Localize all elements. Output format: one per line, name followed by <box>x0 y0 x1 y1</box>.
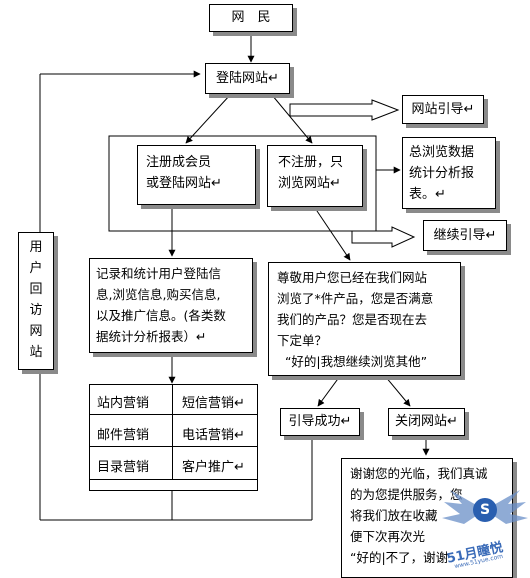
user-revisit-box: 用 户 回 访 网 站 <box>18 232 54 370</box>
revisit-char-6: 站 <box>29 345 43 360</box>
total-stats-line-2: 统计分析报 <box>409 166 475 181</box>
ask-line-3: 我们的产品？您是否现在去 <box>277 312 428 327</box>
marketing-hline-1 <box>89 414 258 415</box>
marketing-hline-2 <box>89 446 258 447</box>
register-line-1: 注册成会员 <box>146 155 212 170</box>
guide-success-label: 引导成功↵ <box>288 414 352 429</box>
marketing-cell-sms: 短信营销↵ <box>182 396 245 411</box>
close-site-label: 关闭网站↵ <box>395 414 458 429</box>
marketing-cell-catalog: 目录营销 <box>97 460 150 475</box>
register-box: 注册成会员 或登陆网站↵ <box>137 145 256 205</box>
ask-user-box: 尊敬用户您已经在我们网站 浏览了*件产品，您是否满意 我们的产品？您是否现在去 … <box>268 262 461 376</box>
thanks-line-4: 便下次再次光 <box>350 529 426 544</box>
watermark-badge: S <box>473 498 497 522</box>
record-line-2: 息,浏览信息,购买信息, <box>96 287 221 302</box>
no-register-line-2: 浏览网站↵ <box>278 176 341 191</box>
thanks-line-2: 的为您提供服务，您 <box>350 487 463 502</box>
marketing-table <box>89 384 258 491</box>
record-line-1: 记录和统计用户登陆信 <box>96 266 222 281</box>
register-line-2: 或登陆网站↵ <box>146 176 222 191</box>
record-stats-box: 记录和统计用户登陆信 息,浏览信息,购买信息, 以及推广信息。(各类数 据统计分… <box>89 258 253 353</box>
thanks-line-5: “好的|不了，谢谢 <box>350 550 449 565</box>
netizen-box: 网 民 <box>209 4 293 32</box>
revisit-char-3: 回 <box>29 282 43 297</box>
ask-line-4: 下定单？ <box>277 333 328 348</box>
watermark-logo: S 51月瞳悦 www.51yue.com <box>440 470 530 570</box>
netizen-label: 网 民 <box>231 10 271 25</box>
marketing-cell-phone: 电话营销↵ <box>182 428 245 443</box>
site-guide-label: 网站引导↵ <box>411 102 475 117</box>
total-stats-line-3: 表。↵ <box>409 187 446 202</box>
thanks-line-3: 将我们放在收藏 <box>350 508 438 523</box>
marketing-cell-site: 站内营销 <box>97 396 150 411</box>
ask-line-5: “好的|我想继续浏览其他” <box>277 354 428 369</box>
continue-guide-label: 继续引导↵ <box>433 228 497 243</box>
total-stats-line-1: 总浏览数据 <box>409 145 475 160</box>
no-register-box: 不注册，只 浏览网站↵ <box>267 145 363 207</box>
record-line-4: 据统计分析报表）↵ <box>96 329 207 344</box>
total-stats-box: 总浏览数据 统计分析报 表。↵ <box>402 137 496 209</box>
ask-line-2: 浏览了*件产品，您是否满意 <box>277 291 434 306</box>
marketing-cell-email: 邮件营销 <box>97 428 150 443</box>
revisit-char-4: 访 <box>29 303 43 318</box>
thanks-line-1: 谢谢您的光临，我们真诚 <box>350 466 488 481</box>
revisit-char-5: 网 <box>29 324 43 339</box>
close-site-box: 关闭网站↵ <box>388 408 465 436</box>
continue-guide-box: 继续引导↵ <box>423 220 507 251</box>
marketing-cell-promo: 客户推广↵ <box>182 460 245 475</box>
login-site-box: 登陆网站↵ <box>205 63 290 94</box>
revisit-char-1: 用 <box>29 240 43 255</box>
no-register-line-1: 不注册，只 <box>278 155 344 170</box>
record-line-3: 以及推广信息。(各类数 <box>96 308 226 323</box>
ask-line-1: 尊敬用户您已经在我们网站 <box>277 270 428 285</box>
marketing-hline-3 <box>89 479 258 480</box>
site-guide-box: 网站引导↵ <box>402 95 484 124</box>
revisit-char-2: 户 <box>29 261 43 276</box>
guide-success-box: 引导成功↵ <box>280 408 360 436</box>
marketing-vline <box>172 384 173 479</box>
login-site-label: 登陆网站↵ <box>216 71 279 86</box>
